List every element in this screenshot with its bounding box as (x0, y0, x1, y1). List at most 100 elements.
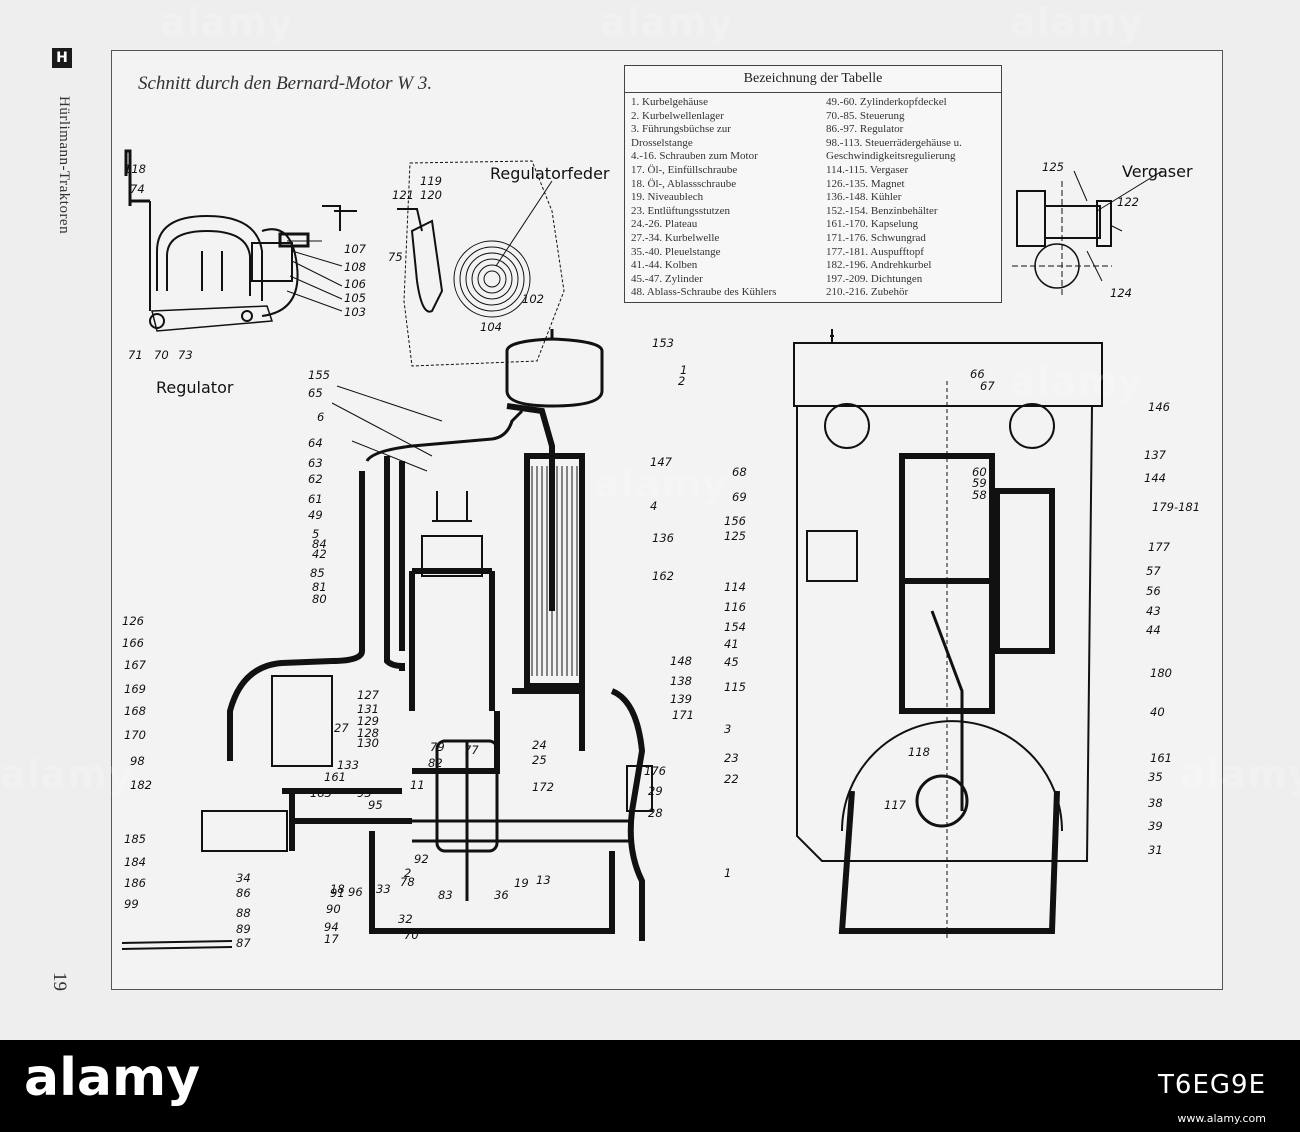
stock-image-id: T6EG9E (1158, 1070, 1266, 1100)
callout-62: 62 (308, 472, 323, 486)
callout-162: 162 (652, 569, 674, 583)
callout-42: 42 (312, 547, 327, 561)
callout-67: 67 (980, 379, 995, 393)
callout-131: 131 (357, 702, 379, 716)
callout-119: 119 (420, 174, 442, 188)
right-engine-section (793, 329, 1103, 941)
figure-title: Schnitt durch den Bernard-Motor W 3. (138, 73, 433, 94)
callout-144: 144 (1144, 471, 1166, 485)
callout-68: 68 (732, 465, 747, 479)
callout-28: 28 (648, 806, 663, 820)
callout-104: 104 (480, 320, 502, 334)
callout-17: 17 (324, 932, 339, 946)
callout-83: 83 (438, 888, 453, 902)
callout-108: 108 (344, 260, 366, 274)
callout-117: 117 (884, 798, 907, 812)
callout-77: 77 (464, 743, 479, 757)
left-engine-section (121, 329, 653, 950)
regulatorfeder-detail (322, 160, 565, 367)
label-regulator: Regulator (156, 378, 234, 397)
legend-entry: 126.-135. Magnet (826, 177, 905, 190)
legend-entry: 1. Kurbelgehäuse (631, 96, 708, 108)
callout-22: 22 (724, 772, 739, 786)
callout-81: 81 (312, 580, 327, 594)
callout-19: 19 (514, 876, 529, 890)
left-section-callouts-a: 1556566463626149584428581801261661671691… (122, 368, 551, 950)
legend-divider (625, 92, 1001, 93)
callout-172: 172 (532, 780, 554, 794)
callout-124: 124 (1110, 286, 1132, 300)
callout-103: 103 (344, 305, 366, 319)
legend-entry: 49.-60. Zylinderkopfdeckel (826, 96, 947, 108)
callout-60: 60 (972, 465, 987, 479)
callout-92: 92 (414, 852, 429, 866)
legend-entry: 86.-97. Regulator (826, 123, 904, 136)
callout-61: 61 (308, 492, 323, 506)
watermark-top-2: alamy (600, 0, 734, 44)
legend-entry: 2. Kurbelwellenlager (631, 109, 724, 122)
callout-153: 153 (652, 336, 674, 350)
vergaser-detail (1012, 170, 1163, 296)
callout-155: 155 (308, 368, 330, 382)
callout-82: 82 (428, 756, 443, 770)
figure-frame: Schnitt durch den Bernard-Motor W 3. Bez… (111, 50, 1223, 990)
callout-138: 138 (670, 674, 692, 688)
callout-147: 147 (650, 455, 673, 469)
callout-122: 122 (1117, 195, 1139, 209)
callout-11: 11 (410, 778, 425, 792)
callout-2: 2 (678, 374, 685, 388)
callout-66: 66 (970, 367, 985, 381)
callout-88: 88 (236, 906, 251, 920)
callout-115: 115 (724, 680, 746, 694)
right-section-callouts-b: 6667146137144605958179-18117757564344180… (970, 367, 1200, 857)
callout-148: 148 (670, 654, 692, 668)
callout-94: 94 (324, 920, 339, 934)
stock-footer-bar: alamy T6EG9E www.alamy.com (0, 1040, 1300, 1132)
callout-167: 167 (124, 658, 147, 672)
callout-89: 89 (236, 922, 251, 936)
callout-186: 186 (124, 876, 146, 890)
callout-139: 139 (670, 692, 692, 706)
publisher-logo: H (52, 48, 72, 68)
callout-31: 31 (1148, 843, 1163, 857)
callout-136: 136 (652, 531, 674, 545)
callout-127: 127 (357, 688, 380, 702)
callout-102: 102 (522, 292, 544, 306)
callout-182: 182 (130, 778, 152, 792)
callout-125: 125 (724, 529, 746, 543)
callout-176: 176 (644, 764, 666, 778)
callout-2: 2 (404, 866, 411, 880)
watermark-top-3: alamy (1010, 0, 1144, 44)
callout-23: 23 (724, 751, 739, 765)
callout-98: 98 (130, 754, 145, 768)
callout-130: 130 (357, 736, 379, 750)
callout-180: 180 (1150, 666, 1172, 680)
legend-entry: 197.-209. Dichtungen (826, 272, 923, 285)
legend-entry: 45.-47. Zylinder (631, 272, 703, 285)
callout-80: 80 (312, 592, 327, 606)
callout-118: 118 (908, 745, 930, 759)
callout-6: 6 (317, 410, 324, 424)
legend-entry: 98.-113. Steuerrädergehäuse u. (826, 136, 962, 149)
callout-161: 161 (324, 770, 346, 784)
callout-65: 65 (308, 386, 323, 400)
callout-49: 49 (308, 508, 323, 522)
callout-170: 170 (124, 728, 146, 742)
callout-35: 35 (1148, 770, 1163, 784)
callout-105: 105 (344, 291, 366, 305)
callout-114: 114 (724, 580, 746, 594)
callout-69: 69 (732, 490, 747, 504)
callout-43: 43 (1146, 604, 1161, 618)
callout-24: 24 (532, 738, 547, 752)
legend-entry: 152.-154. Benzinbehälter (826, 204, 938, 217)
callout-118: 118 (124, 162, 146, 176)
legend-entry: 70.-85. Steuerung (826, 109, 905, 122)
legend-entry: 18. Öl-, Ablassschraube (631, 177, 737, 190)
legend-table: Bezeichnung der Tabelle 1. Kurbelgehäuse… (624, 65, 1002, 303)
callout-71: 71 (128, 348, 143, 362)
callout-25: 25 (532, 753, 547, 767)
left-section-callouts-b: 1531214741361621481381391712425172176292… (532, 336, 694, 820)
legend-entry: 182.-196. Andrehkurbel (826, 259, 932, 272)
